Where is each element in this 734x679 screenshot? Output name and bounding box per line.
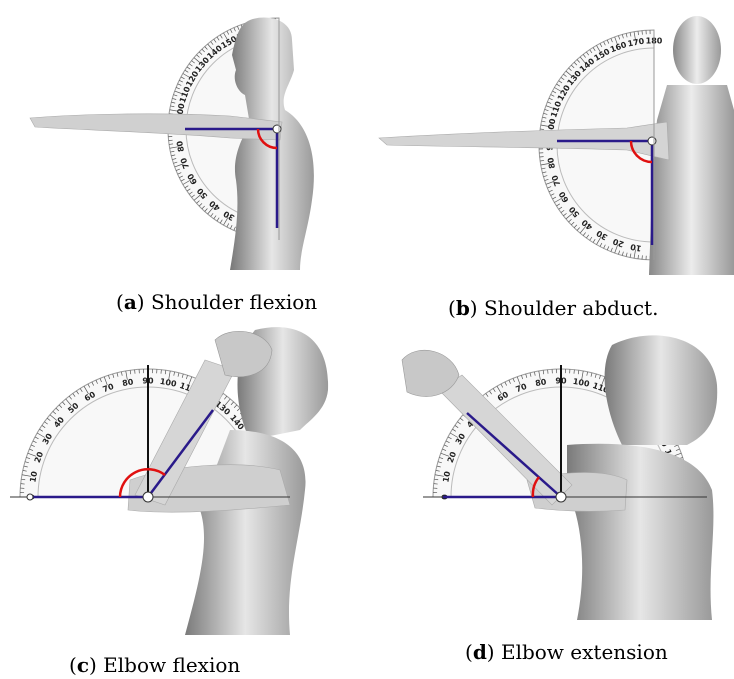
panel-d: 0102030405060708090100110120130140150160… — [367, 320, 734, 679]
pivot — [648, 137, 656, 145]
torso-figure — [567, 444, 713, 620]
head-figure — [673, 16, 721, 84]
pivot — [273, 125, 281, 133]
panel-b-illustration: 0102030405060708090100110120130140150160… — [367, 0, 734, 290]
panel-c: 0102030405060708090100110120130140150160… — [0, 320, 367, 679]
panel-c-illustration: 0102030405060708090100110120130140150160… — [0, 320, 367, 679]
panel-b: 0102030405060708090100110120130140150160… — [367, 0, 734, 290]
panel-a-illustration: 0102030405060708090100110120130140150160… — [0, 0, 367, 280]
caption-b: (b) Shoulder abduct. — [448, 296, 658, 320]
torso-figure — [230, 17, 314, 270]
pivot — [556, 492, 566, 502]
panel-d-illustration: 0102030405060708090100110120130140150160… — [367, 320, 734, 679]
head-figure — [605, 335, 718, 445]
caption-c: (c) Elbow flexion — [69, 653, 240, 677]
torso-figure — [649, 85, 734, 275]
pivot — [143, 492, 153, 502]
caption-a: (a) Shoulder flexion — [116, 290, 317, 314]
arm-figure — [30, 114, 282, 140]
panel-a: 0102030405060708090100110120130140150160… — [0, 0, 367, 280]
caption-d: (d) Elbow extension — [465, 640, 668, 664]
